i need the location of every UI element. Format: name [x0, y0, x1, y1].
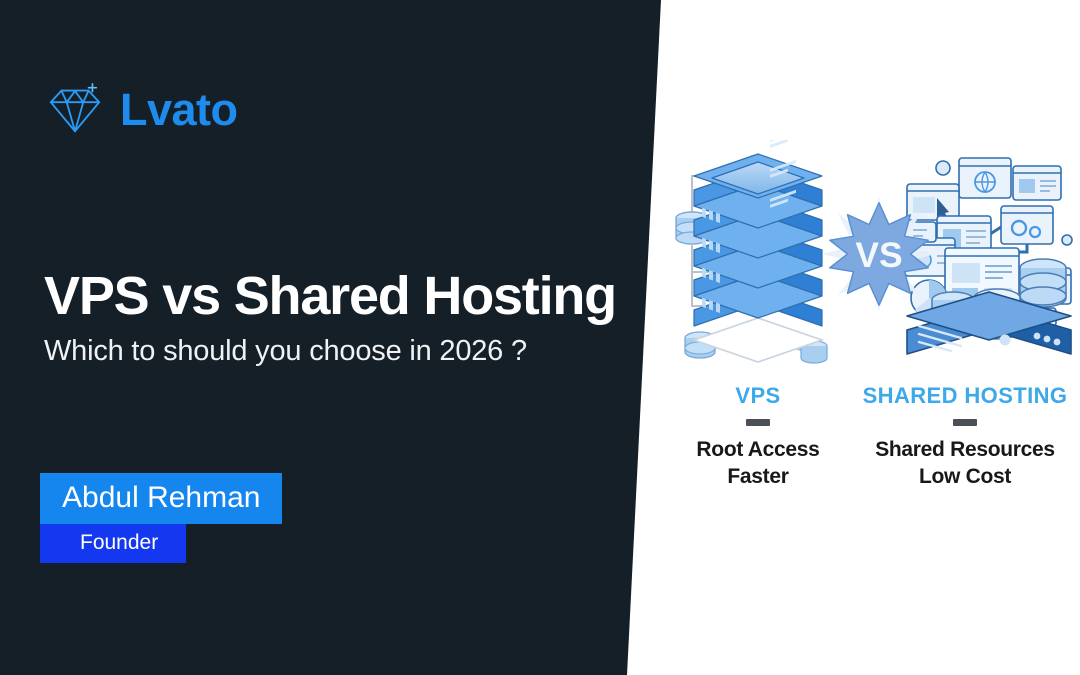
page-title: VPS vs Shared Hosting [44, 266, 617, 326]
page-subtitle: Which to should you choose in 2026 ? [44, 334, 527, 367]
brand-name: Lvato [120, 83, 238, 135]
caption-column-vps: VPS Root Access Faster [658, 383, 858, 504]
caption-column-shared-hosting: SHARED HOSTING Shared Resources Low Cost [850, 383, 1080, 504]
settings-window-icon [1000, 205, 1054, 245]
comparison-area: VS [640, 0, 1080, 675]
brand-logo[interactable]: Lvato [44, 78, 238, 140]
caption-title-vps: VPS [735, 383, 781, 408]
versus-burst-icon: VS [821, 196, 937, 312]
diamond-icon [49, 82, 101, 133]
caption-row: VPS Root Access Faster SHARED HOSTING Sh… [640, 383, 1080, 504]
caption-title-shared-hosting: SHARED HOSTING [862, 383, 1068, 408]
caption-feature: Shared Resources [875, 438, 1055, 462]
author-block: Abdul Rehman Founder [40, 473, 283, 564]
dot-icon [935, 160, 951, 176]
sparkle-icon [87, 82, 98, 93]
caption-feature: Root Access [696, 438, 820, 462]
caption-divider [746, 419, 770, 427]
browser-window-icon [1012, 165, 1062, 201]
author-name-badge: Abdul Rehman [40, 473, 283, 524]
cursor-window-icon [906, 183, 960, 221]
headline-block: VPS vs Shared Hosting Which to should yo… [44, 268, 664, 368]
caption-feature: Low Cost [918, 465, 1012, 489]
dot-icon [1061, 234, 1073, 246]
caption-feature: Faster [727, 465, 789, 489]
illustration-stage: VS [640, 140, 1080, 380]
server-stack-icon [675, 140, 828, 364]
browser-window-icon [958, 157, 1012, 199]
database-cylinder-icon [1019, 258, 1067, 308]
author-role-badge: Founder [40, 524, 187, 564]
versus-label: VS [855, 235, 902, 275]
caption-divider [953, 419, 977, 427]
